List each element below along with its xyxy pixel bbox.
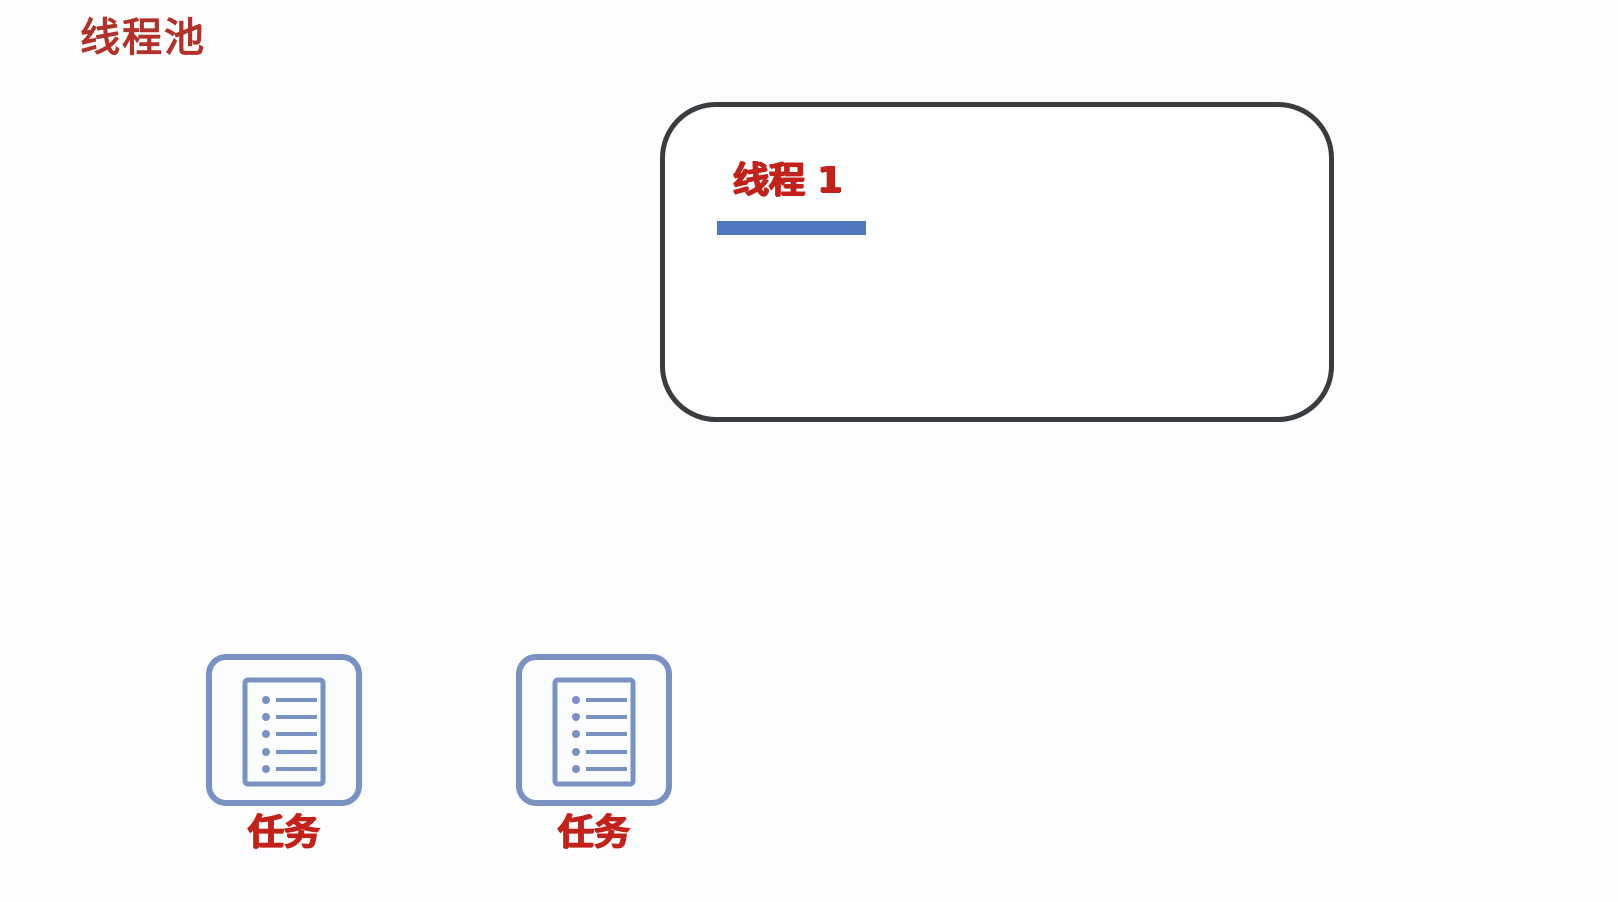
- task-label: 任务: [247, 812, 320, 853]
- task-card[interactable]: 任务: [206, 654, 362, 858]
- task-label: 任务: [557, 812, 630, 853]
- page-title: 线程池: [80, 15, 206, 61]
- task-card[interactable]: 任务: [516, 654, 672, 858]
- thread-box: 线程 1: [660, 102, 1334, 422]
- thread-progress-bar: [717, 221, 866, 235]
- thread-progress-fill: [717, 221, 866, 235]
- task-list-icon: [516, 654, 672, 806]
- task-list-icon: [206, 654, 362, 806]
- thread-label: 线程 1: [733, 160, 843, 201]
